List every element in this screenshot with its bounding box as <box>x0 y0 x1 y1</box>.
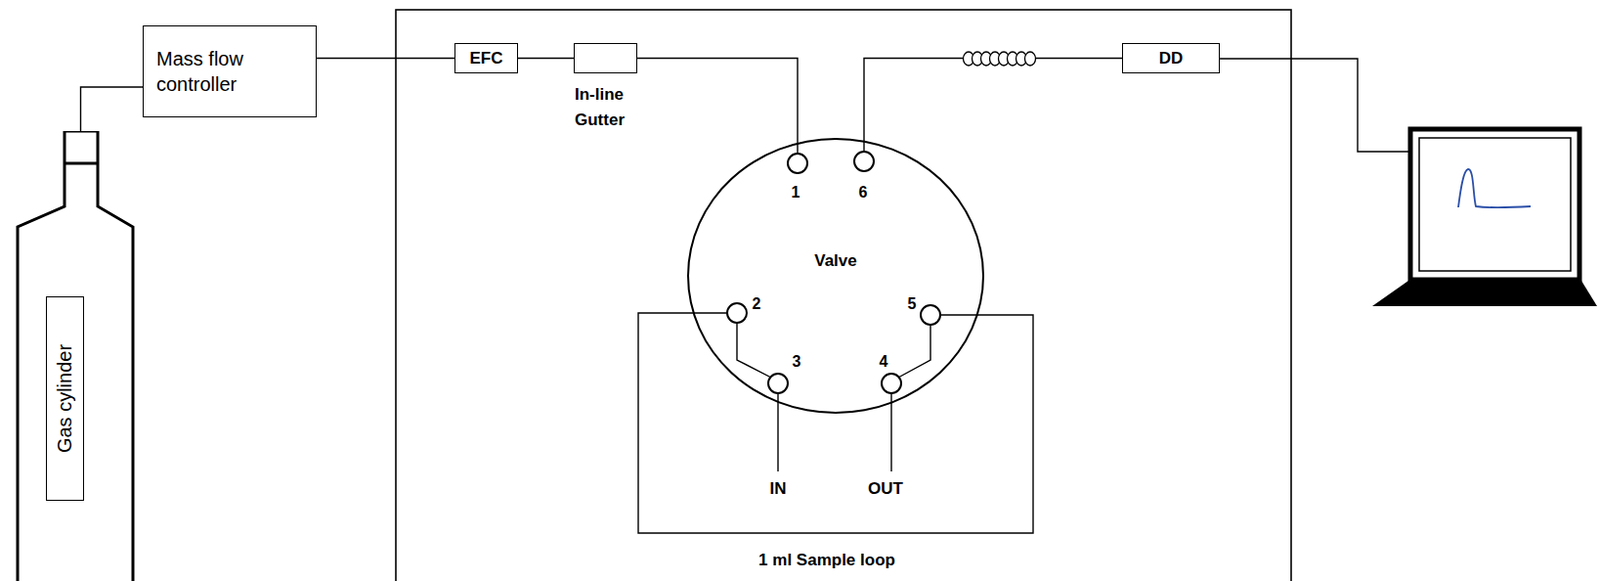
outlet-label: OUT <box>867 479 904 497</box>
node-label: EFC <box>470 48 504 69</box>
tubing-line <box>637 58 798 155</box>
mass-flow-controller-box: Mass flow controller <box>142 25 317 118</box>
cylinder-label: Gas cylinder <box>53 344 77 453</box>
laptop-icon <box>1372 129 1598 306</box>
port-number: 6 <box>859 184 868 201</box>
inlet-label: IN <box>770 479 787 497</box>
port-number: 3 <box>792 353 802 370</box>
valve-circle: Valve <box>687 137 985 414</box>
efc-box: EFC <box>454 43 519 74</box>
detector-box: DD <box>1122 43 1220 74</box>
tubing-line <box>316 57 455 59</box>
cylinder-label-plate: Gas cylinder <box>45 296 85 501</box>
gas-cylinder: Gas cylinder <box>15 130 135 581</box>
data-cable <box>1219 58 1409 152</box>
node-label: In-line Gutter <box>574 82 653 134</box>
sample-loop <box>638 312 1034 533</box>
port-number: 1 <box>791 184 801 201</box>
instrument-enclosure <box>395 9 1292 581</box>
tubing-line <box>81 86 144 131</box>
valve-ports <box>727 151 941 393</box>
port-number: 4 <box>879 353 889 370</box>
valve-plumbing <box>638 312 1034 533</box>
node-label: Mass flow controller <box>156 45 303 97</box>
tubing-line <box>518 57 574 59</box>
in-line-gutter-box: In-line Gutter <box>573 43 638 74</box>
port-number: 5 <box>908 296 917 312</box>
chromatogram-peak <box>1458 169 1531 208</box>
node-label: Valve <box>814 251 858 271</box>
coil-column <box>963 51 1037 66</box>
tubing-line <box>864 58 1123 153</box>
sample-loop-label: 1 ml Sample loop <box>758 551 896 568</box>
port-number: 2 <box>752 296 762 312</box>
node-label: DD <box>1159 48 1184 69</box>
